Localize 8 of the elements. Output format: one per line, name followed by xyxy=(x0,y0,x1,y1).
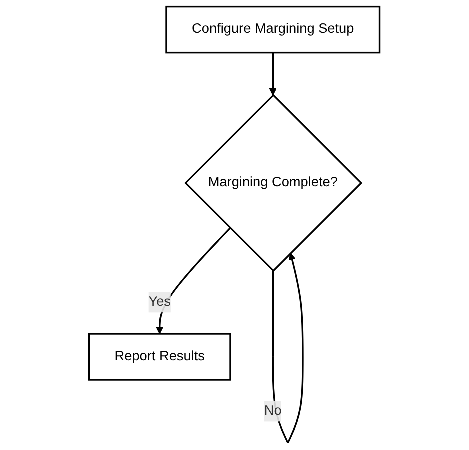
node-diamond: Margining Complete? xyxy=(184,94,363,272)
arrow xyxy=(269,52,277,96)
arrow xyxy=(272,253,304,444)
node-box: Configure Margining Setup xyxy=(166,6,381,54)
edge-label: Yes xyxy=(148,294,171,310)
edge-label: No xyxy=(264,404,282,418)
arrow xyxy=(156,228,231,334)
node-box: Report Results xyxy=(88,333,232,381)
